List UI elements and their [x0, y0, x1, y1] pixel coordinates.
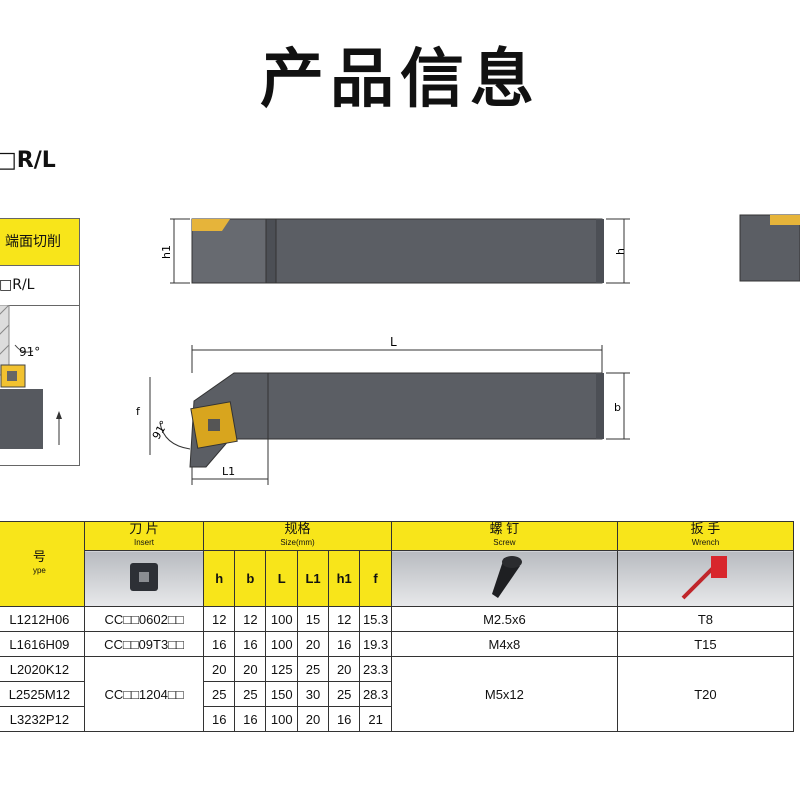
cell-b: 16 [234, 631, 267, 657]
cell-L: 150 [265, 681, 298, 707]
cell-b: 12 [234, 606, 267, 632]
cell-h1: 16 [328, 631, 361, 657]
cell-f: 15.3 [359, 606, 392, 632]
cell-f: 28.3 [359, 681, 392, 707]
sub-header-L: L [265, 550, 298, 607]
table-row: L1212H06 CC□□0602□□ 12 12 100 15 12 15.3… [0, 606, 795, 632]
table-row: L1616H09 CC□□09T3□□ 16 16 100 20 16 19.3… [0, 631, 795, 657]
cell-L1: 25 [296, 656, 330, 682]
cell-h1: 12 [328, 606, 361, 632]
cell-L1: 15 [296, 606, 330, 632]
sub-header-h1: h1 [328, 550, 361, 607]
dim-b: b [614, 401, 621, 414]
cell-L: 100 [265, 706, 298, 732]
cell-h: 16 [203, 631, 236, 657]
table-row: L2020K12 CC□□1204□□ 20 20 125 25 20 23.3… [0, 656, 795, 732]
cell-f: 23.3 [359, 656, 392, 682]
sub-header-f: f [359, 550, 392, 607]
dim-f: f [136, 405, 141, 418]
table-row: L3232P12 16 16 100 20 16 21 [0, 706, 794, 732]
dim-h1: h1 [160, 245, 173, 259]
cell-b: 25 [234, 681, 267, 707]
cell-L: 100 [265, 606, 298, 632]
cell-h1: 20 [328, 656, 361, 682]
cell-screw: M4x8 [390, 631, 618, 657]
operation-angle: 91° [19, 345, 41, 359]
cell-h1: 16 [328, 706, 361, 732]
operation-code: □R/L [0, 265, 79, 306]
cell-type: L2020K12 [0, 656, 85, 682]
cell-screw: M5x12 [390, 656, 618, 732]
screw-image [390, 550, 618, 607]
page-title: 产品信息 [260, 43, 540, 117]
dim-L: L [390, 335, 397, 349]
operation-sketch [0, 305, 62, 449]
cell-wrench: T8 [616, 606, 795, 632]
cell-screw: M2.5x6 [390, 606, 618, 632]
cell-wrench: T15 [616, 631, 795, 657]
cell-L1: 20 [296, 631, 330, 657]
cell-h: 25 [203, 681, 236, 707]
model-label: □R/L [0, 148, 56, 173]
cell-type: L2525M12 [0, 681, 85, 707]
cell-wrench: T20 [616, 656, 795, 732]
wrench-image [616, 550, 795, 607]
cell-L1: 30 [296, 681, 330, 707]
cell-L1: 20 [296, 706, 330, 732]
sub-header-b: b [234, 550, 267, 607]
cell-b: 20 [234, 656, 267, 682]
cell-h: 12 [203, 606, 236, 632]
cell-L: 125 [265, 656, 298, 682]
cell-insert: CC□□1204□□ [83, 656, 205, 732]
operation-info-box: 端面切削 □R/L 91° [0, 218, 80, 466]
insert-image [83, 550, 205, 607]
cell-h1: 25 [328, 681, 361, 707]
cell-type: L3232P12 [0, 706, 85, 732]
cell-f: 19.3 [359, 631, 392, 657]
operation-header: 端面切削 [0, 219, 79, 266]
table-row: L2525M12 25 25 150 30 25 28.3 [0, 681, 794, 707]
tool-holder-drawing: h1 h L f 91° b L1 [136, 214, 800, 485]
cell-L: 100 [265, 631, 298, 657]
cell-type: L1616H09 [0, 631, 85, 657]
dim-L1: L1 [222, 465, 235, 478]
cell-insert: CC□□0602□□ [83, 606, 205, 632]
cell-type: L1212H06 [0, 606, 85, 632]
cell-h: 16 [203, 706, 236, 732]
sub-header-h: h [203, 550, 236, 607]
cell-insert: CC□□09T3□□ [83, 631, 205, 657]
cell-f: 21 [359, 706, 392, 732]
cell-h: 20 [203, 656, 236, 682]
dim-h: h [614, 248, 627, 255]
sub-header-L1: L1 [296, 550, 330, 607]
cell-b: 16 [234, 706, 267, 732]
